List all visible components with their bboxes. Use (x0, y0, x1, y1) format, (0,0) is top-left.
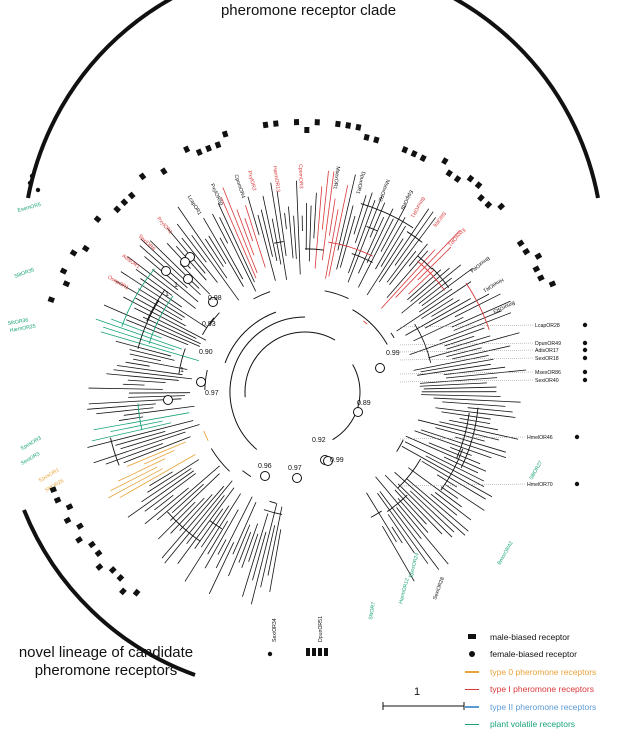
plant-line-icon (465, 724, 479, 726)
scale-bar-label: 1 (414, 686, 420, 698)
legend-label: plant volatile receptors (490, 719, 575, 729)
legend-item-plant: plant volatile receptors (464, 716, 616, 733)
scale-bar (0, 0, 617, 716)
